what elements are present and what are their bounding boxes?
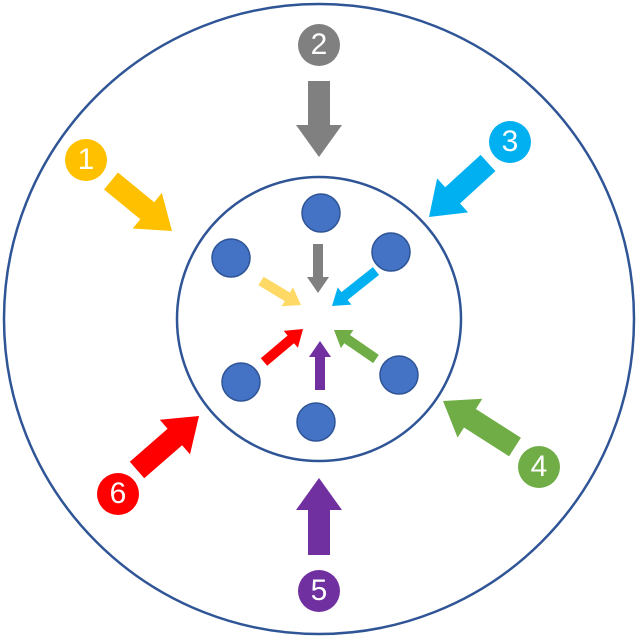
outer-arrow-3 (429, 154, 496, 217)
step-badge-circle (489, 121, 531, 163)
inner-arrow-3 (332, 267, 380, 306)
particle-dot (211, 238, 251, 278)
step-badge-circle (518, 446, 560, 488)
inner-arrow-4 (334, 330, 379, 364)
particle-dot (371, 232, 411, 272)
step-badge-6: 6 (97, 473, 139, 515)
step-badge-1: 1 (65, 139, 107, 181)
step-number: 2 (311, 28, 328, 61)
inner-arrow-1 (258, 276, 301, 307)
step-badge-circle (65, 139, 107, 181)
outer-arrow-6 (129, 416, 199, 479)
particle-dot (296, 402, 336, 442)
step-number: 1 (78, 143, 95, 176)
outer-arrow-5 (296, 478, 342, 555)
step-badge-4: 4 (518, 446, 560, 488)
outer-arrow-2 (296, 81, 342, 157)
step-number: 3 (502, 125, 519, 158)
particle-dot (379, 355, 419, 395)
step-badge-circle (298, 24, 340, 66)
outer-arrow-4 (443, 398, 521, 457)
step-number: 5 (311, 574, 328, 607)
step-badge-3: 3 (489, 121, 531, 163)
outer-arrow-1 (104, 172, 172, 231)
inner-arrow-2 (307, 244, 329, 293)
step-number: 6 (110, 477, 127, 510)
step-number: 4 (531, 450, 548, 483)
inner-arrow-6 (260, 329, 303, 366)
step-badge-5: 5 (298, 570, 340, 612)
inner-arrow-5 (309, 341, 331, 390)
step-badge-circle (298, 570, 340, 612)
particle-dot (301, 193, 341, 233)
step-badge-2: 2 (298, 24, 340, 66)
particle-dot (221, 362, 261, 402)
step-badge-circle (97, 473, 139, 515)
inner-ring (175, 175, 463, 463)
